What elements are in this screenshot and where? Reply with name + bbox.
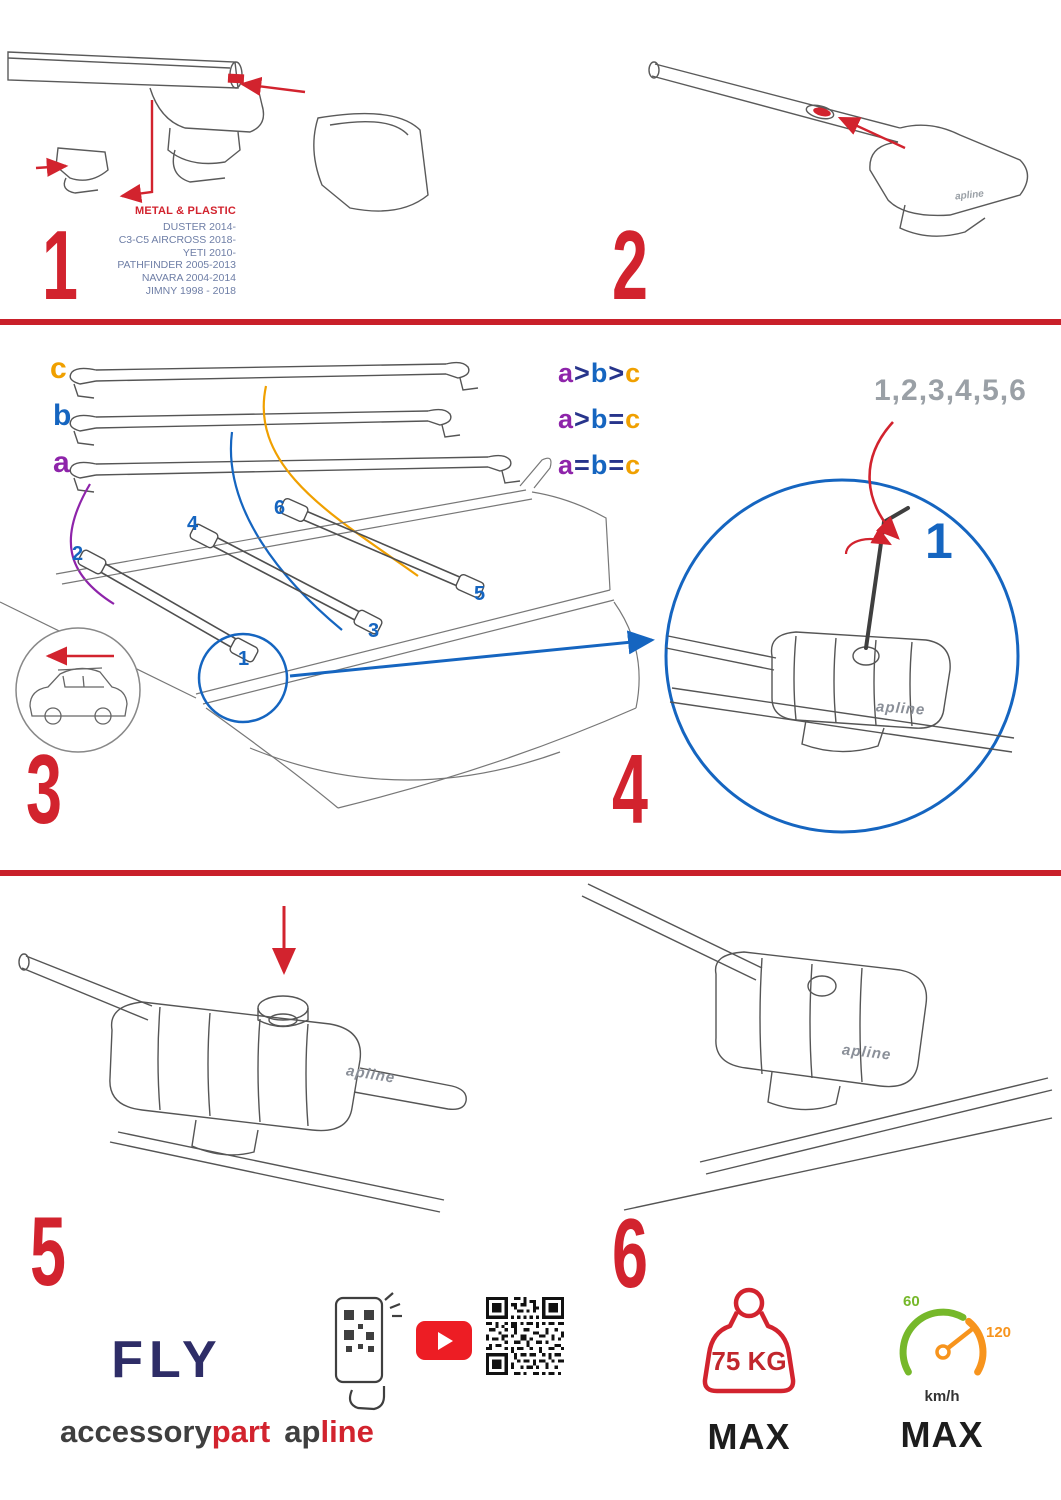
compatible-models-list: DUSTER 2014- C3-C5 AIRCROSS 2018- YETI 2… [78, 221, 236, 298]
sequence-step-1: 1 [925, 513, 953, 569]
foot-tightening-drawing [665, 631, 1015, 753]
brand-ap: ap [284, 1414, 321, 1449]
foot-clamp-exploded-drawing [7, 51, 429, 212]
zoom-circle [664, 478, 1020, 834]
brand-logo-step4: apline [875, 698, 926, 719]
metal-plate-highlight [227, 73, 245, 84]
bar-end-insert-drawing [648, 61, 1029, 237]
rotate-arrow [844, 527, 892, 555]
step-4-number: 4 [612, 734, 648, 844]
legend-row-2: a>b=c [558, 404, 642, 434]
qr-code [486, 1297, 564, 1375]
car-roof-drawing [0, 457, 640, 809]
model-item: C3-C5 AIRCROSS 2018- [118, 233, 236, 246]
step2-arrow [837, 116, 906, 150]
mini-car-drawing [29, 667, 128, 725]
material-label: METAL & PLASTIC [135, 205, 236, 217]
legend-row-1: a>b>c [558, 358, 642, 388]
speedometer-icon [899, 1308, 987, 1376]
phone-scan-icon [334, 1292, 402, 1411]
crossbar-feet [77, 497, 485, 663]
finished-foot-drawing [581, 883, 1053, 1211]
max-weight-icon [702, 1287, 796, 1394]
roof-position-3: 3 [368, 620, 380, 642]
step-2-number: 2 [612, 210, 648, 320]
leader-curve-c [262, 385, 419, 577]
speed-low-label: 60 [903, 1293, 920, 1310]
brand-part: part [211, 1414, 271, 1449]
step-5-number: 5 [30, 1196, 66, 1306]
model-item: JIMNY 1998 - 2018 [145, 284, 236, 297]
youtube-icon [416, 1321, 472, 1360]
tightening-sequence: 1,2,3,4,5,6 [874, 374, 1027, 407]
brand-accessory: accessory [60, 1414, 212, 1449]
roof-position-6: 6 [274, 497, 286, 519]
section-divider [0, 870, 1061, 876]
step-1-number: 1 [42, 210, 78, 320]
foot1-highlight-circle [197, 632, 289, 724]
bar-label-c: c [50, 352, 67, 385]
step5-step6-drawing [18, 883, 1053, 1213]
max-speed-label: MAX [900, 1414, 984, 1455]
model-item: NAVARA 2004-2014 [141, 272, 236, 285]
zoom-link-arrow [289, 630, 655, 678]
play-triangle-icon [438, 1331, 453, 1350]
model-item: PATHFINDER 2005-2013 [117, 259, 236, 272]
crossbar-size-drawing [69, 361, 521, 493]
insert-slot-highlight [813, 107, 831, 117]
roof-position-4: 4 [187, 513, 199, 535]
roof-position-1: 1 [238, 648, 250, 670]
bar-label-a: a [53, 446, 70, 479]
fly-logo: FLY [111, 1331, 223, 1389]
model-item: DUSTER 2014- [163, 221, 236, 233]
section-divider [0, 319, 1061, 325]
roof-position-2: 2 [72, 543, 84, 565]
step1-step2-drawing [7, 51, 1029, 237]
step3-step4-drawing [0, 361, 1020, 834]
model-item: YETI 2010- [182, 246, 236, 259]
leader-curve-a [69, 483, 115, 605]
step-3-number: 3 [26, 734, 62, 844]
speed-unit-label: km/h [924, 1388, 960, 1405]
cover-cap-drawing [18, 953, 467, 1213]
sequence-arrow [868, 421, 900, 540]
legend-row-3: a=b=c [558, 450, 642, 480]
step1-arrows [35, 76, 306, 203]
roof-position-5: 5 [474, 583, 486, 605]
brand-line: line [320, 1414, 374, 1449]
leader-curve-b [229, 431, 343, 631]
step-6-number: 6 [612, 1198, 648, 1308]
bar-label-b: b [53, 399, 72, 432]
max-weight-label: MAX [707, 1416, 791, 1457]
max-weight-value: 75 KG [711, 1346, 787, 1376]
speed-high-label: 120 [986, 1324, 1012, 1341]
